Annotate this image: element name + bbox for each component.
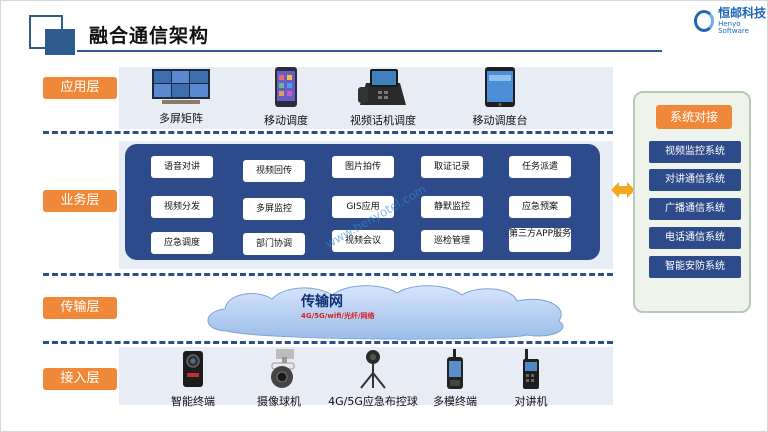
company-logo: 恒邮科技 Henyo Software [694,7,767,35]
app-item-label: 移动调度台 [472,114,528,127]
access-item-label: 智能终端 [171,395,215,408]
business-item: 应急调度 [151,232,213,254]
layer-label-business: 业务层 [43,190,117,212]
access-item-label: 摄像球机 [257,395,301,408]
multimode-terminal-icon [407,349,503,389]
logo-name-cn: 恒邮科技 [718,6,767,20]
system-item-video-surveillance: 视频监控系统 [649,141,741,163]
tablet-icon [445,67,555,107]
system-item-intercom: 对讲通信系统 [649,169,741,191]
app-item-label: 视频话机调度 [350,114,416,127]
business-item: 第三方APP服务 [509,228,571,252]
app-item-label: 多屏矩阵 [159,112,203,125]
access-item-label: 多模终端 [433,395,477,408]
page-title: 融合通信架构 [89,25,210,47]
business-item: 任务派遣 [509,156,571,178]
dome-camera-icon [231,349,327,389]
business-item: 多屏监控 [243,198,305,220]
divider-transport-access [43,341,613,344]
access-item-multimode-terminal: 多模终端 [407,349,503,409]
body-camera-icon [145,349,241,389]
app-item-mobile-dispatch: 移动调度 [231,67,341,128]
app-item-video-phone: 视频话机调度 [328,67,438,128]
transport-network-cloud [207,285,564,340]
access-item-label: 对讲机 [514,395,548,408]
transport-title: 传输网 [301,294,343,310]
logo-icon [694,10,715,32]
layer-label-transport: 传输层 [43,297,117,319]
divider-app-business [43,131,613,134]
divider-business-transport [43,273,613,276]
access-item-emergency-ball: 4G/5G应急布控球 [325,349,421,409]
layer-label-access: 接入层 [43,368,117,390]
business-item: GIS应用 [332,196,394,218]
access-item-smart-terminal: 智能终端 [145,349,241,409]
system-item-telephone: 电话通信系统 [649,227,741,249]
bidirectional-arrow-icon [611,182,635,198]
system-item-broadcast: 广播通信系统 [649,198,741,220]
walkie-talkie-icon [483,349,579,389]
business-item: 应急预案 [509,196,571,218]
app-item-label: 移动调度 [264,114,308,127]
business-item: 静默监控 [421,196,483,218]
logo-name-en: Henyo Software [718,20,749,35]
business-item: 部门协调 [243,233,305,255]
access-item-dome-camera: 摄像球机 [231,349,327,409]
video-wall-icon [126,67,236,105]
tripod-ball-icon [325,349,421,389]
smartphone-icon [231,67,341,107]
title-underline [77,50,662,52]
access-item-label: 4G/5G应急布控球 [328,395,418,408]
desk-phone-icon [328,67,438,107]
access-item-walkie-talkie: 对讲机 [483,349,579,409]
business-item: 取证记录 [421,156,483,178]
business-item: 视频会议 [332,230,394,252]
title-decoration-fill [45,29,75,55]
business-item: 语音对讲 [151,156,213,178]
transport-subtitle: 4G/5G/wifi/光纤/网络 [301,312,375,320]
system-integration-title: 系统对接 [656,105,732,129]
business-item: 视频回传 [243,160,305,182]
layer-label-app: 应用层 [43,77,117,99]
system-item-smart-security: 智能安防系统 [649,256,741,278]
app-item-video-wall: 多屏矩阵 [126,67,236,126]
business-item: 图片拍传 [332,156,394,178]
business-item: 视频分发 [151,196,213,218]
app-item-mobile-console: 移动调度台 [445,67,555,128]
business-item: 巡检管理 [421,230,483,252]
